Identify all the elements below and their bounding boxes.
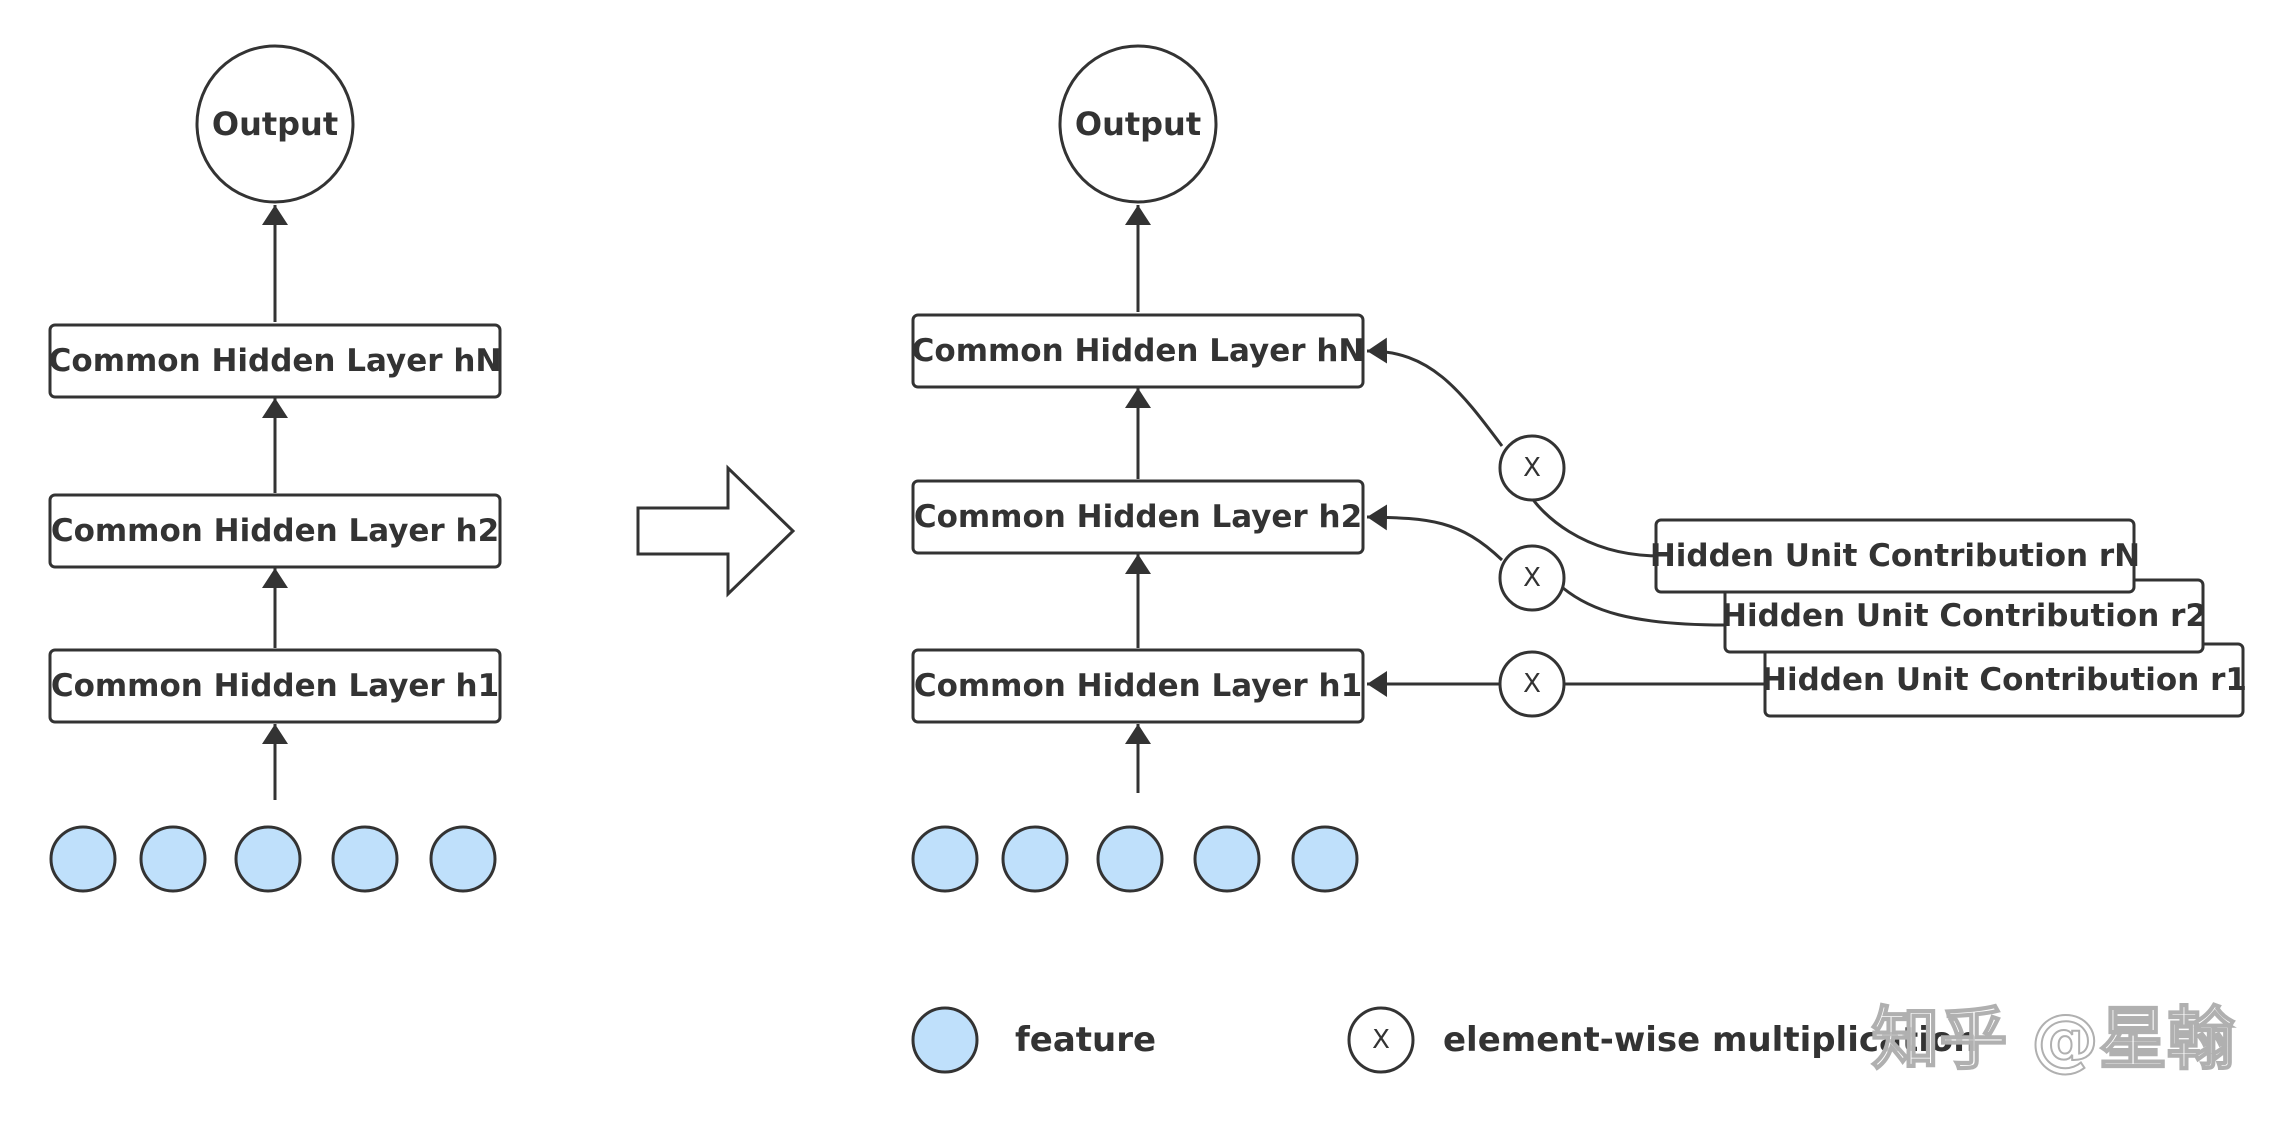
multiply-node-r2: X <box>1498 544 1566 612</box>
multiply-symbol: X <box>1523 669 1541 699</box>
contribution-box-r1: Hidden Unit Contribution r1 <box>1761 642 2247 718</box>
multiply-node-r1: X <box>1498 650 1566 718</box>
left-layer-hN-label: Common Hidden Layer hN <box>49 343 502 379</box>
multiply-node-rN: X <box>1498 434 1566 502</box>
right-output-label: Output <box>1075 105 1201 143</box>
watermark-text: 知乎 @星翰 <box>1871 1001 2235 1080</box>
legend: feature X element-wise multiplication <box>911 1006 1977 1074</box>
feature-node <box>234 825 302 893</box>
contribution-r1-label: Hidden Unit Contribution r1 <box>1761 662 2247 698</box>
legend-multiply-swatch <box>1347 1006 1415 1074</box>
connector-multiply-to-hN <box>1366 337 1504 447</box>
left-layer-h2: Common Hidden Layer h2 <box>48 493 502 569</box>
legend-feature-label: feature <box>1015 1020 1156 1060</box>
connector-multiply-to-h2 <box>1366 504 1504 562</box>
feature-node <box>1291 825 1359 893</box>
left-layer-h1-label: Common Hidden Layer h1 <box>51 668 499 704</box>
feature-node <box>1096 825 1164 893</box>
contribution-box-rN: Hidden Unit Contribution rN <box>1650 518 2140 594</box>
right-network: Output Common Hidden Layer hN Common Hid… <box>911 44 2247 893</box>
left-feature-nodes <box>49 825 497 893</box>
feature-node <box>139 825 207 893</box>
feature-node <box>429 825 497 893</box>
left-output-label: Output <box>212 105 338 143</box>
left-layer-hN: Common Hidden Layer hN <box>48 323 502 399</box>
contribution-r2-label: Hidden Unit Contribution r2 <box>1721 598 2207 634</box>
right-layer-h1-label: Common Hidden Layer h1 <box>914 668 1362 704</box>
multiply-symbol: X <box>1523 453 1541 483</box>
contribution-box-r2: Hidden Unit Contribution r2 <box>1721 578 2207 654</box>
left-layer-h1: Common Hidden Layer h1 <box>48 648 502 724</box>
right-layer-h1: Common Hidden Layer h1 <box>911 648 1365 724</box>
right-layer-hN: Common Hidden Layer hN <box>911 313 1365 389</box>
legend-feature-swatch <box>911 1006 979 1074</box>
feature-node <box>1001 825 1069 893</box>
legend-multiply-symbol: X <box>1372 1025 1390 1055</box>
contribution-rN-label: Hidden Unit Contribution rN <box>1650 538 2140 574</box>
right-feature-nodes <box>911 825 1359 893</box>
feature-node <box>331 825 399 893</box>
right-layer-h2-label: Common Hidden Layer h2 <box>914 499 1362 535</box>
left-layer-h2-label: Common Hidden Layer h2 <box>51 513 499 549</box>
right-output-node: Output <box>1058 44 1218 204</box>
feature-node <box>911 825 979 893</box>
multiply-symbol: X <box>1523 563 1541 593</box>
left-output-node: Output <box>195 44 355 204</box>
legend-multiply-label: element-wise multiplication <box>1443 1020 1977 1060</box>
connector-rN-to-multiply <box>1530 497 1661 558</box>
right-layer-hN-label: Common Hidden Layer hN <box>912 333 1365 369</box>
feature-node <box>1193 825 1261 893</box>
connector-r2-to-multiply <box>1562 586 1726 627</box>
transform-arrow-icon <box>636 464 796 598</box>
feature-node <box>49 825 117 893</box>
right-layer-h2: Common Hidden Layer h2 <box>911 479 1365 555</box>
left-network: Output Common Hidden Layer hN Common Hid… <box>48 44 502 893</box>
